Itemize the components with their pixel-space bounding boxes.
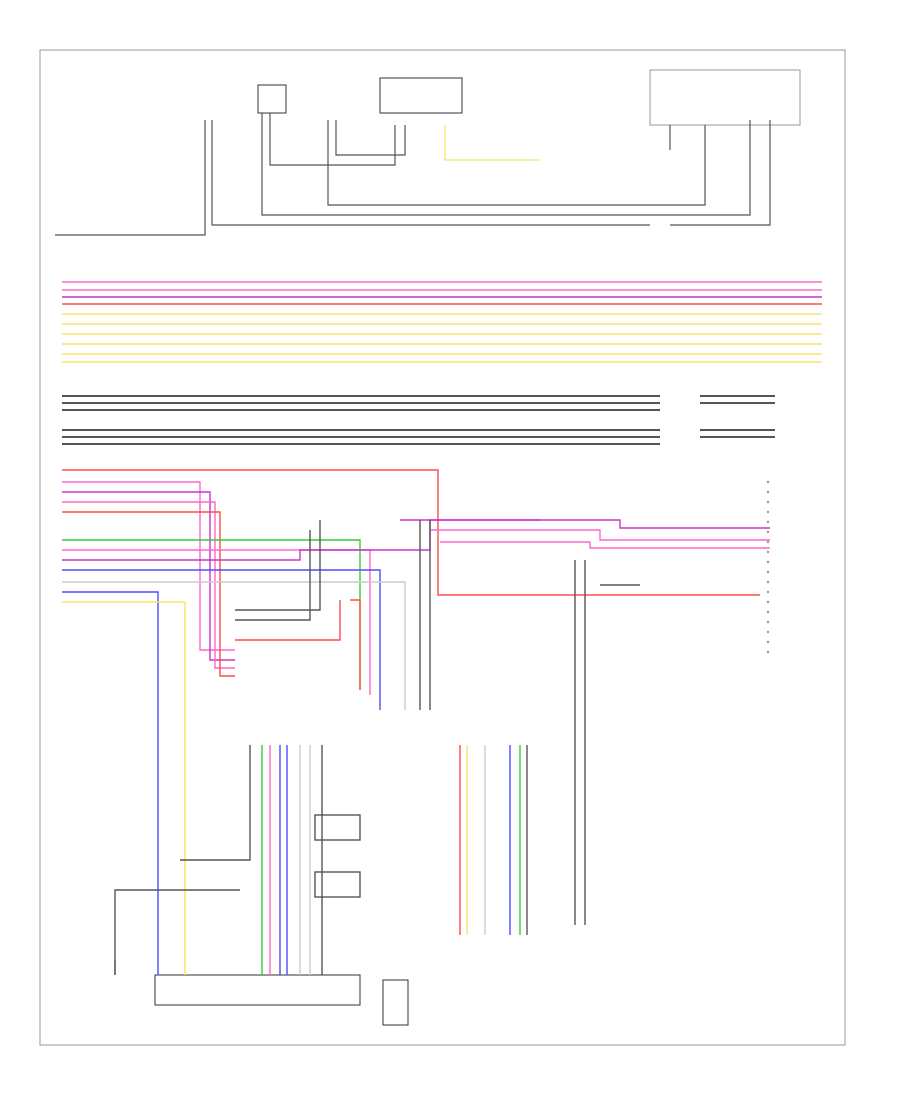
component-box	[382, 979, 409, 1026]
component-box	[379, 77, 463, 114]
component-bracket	[649, 69, 801, 126]
component-box	[257, 84, 287, 114]
top-components	[154, 69, 801, 1026]
component-box	[154, 974, 361, 1006]
mid-wires	[62, 469, 770, 975]
top-wires	[55, 113, 771, 236]
bus-lines	[62, 281, 822, 363]
diagram-frame	[39, 49, 846, 1046]
yellow-wire	[444, 125, 540, 161]
dark-bus-lines	[62, 395, 775, 445]
lower-wires	[114, 745, 528, 975]
right-connector-pins	[766, 480, 770, 654]
